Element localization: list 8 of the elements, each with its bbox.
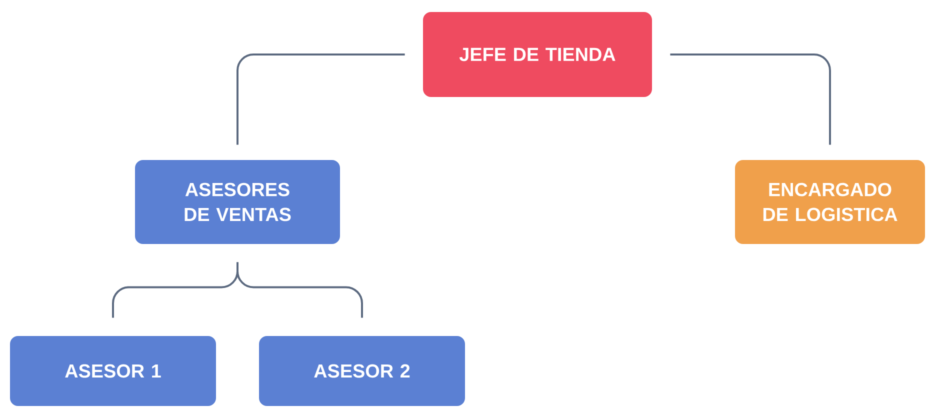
connector-line	[670, 54, 831, 145]
org-box: ENCARGADO DE LOGISTICA	[735, 160, 925, 244]
connector-line	[236, 262, 363, 318]
connector-line	[236, 54, 405, 145]
org-box: ASESORES DE VENTAS	[135, 160, 340, 244]
org-box: ASESOR 1	[10, 336, 216, 406]
org-box: ASESOR 2	[259, 336, 465, 406]
org-box: JEFE DE TIENDA	[423, 12, 652, 97]
